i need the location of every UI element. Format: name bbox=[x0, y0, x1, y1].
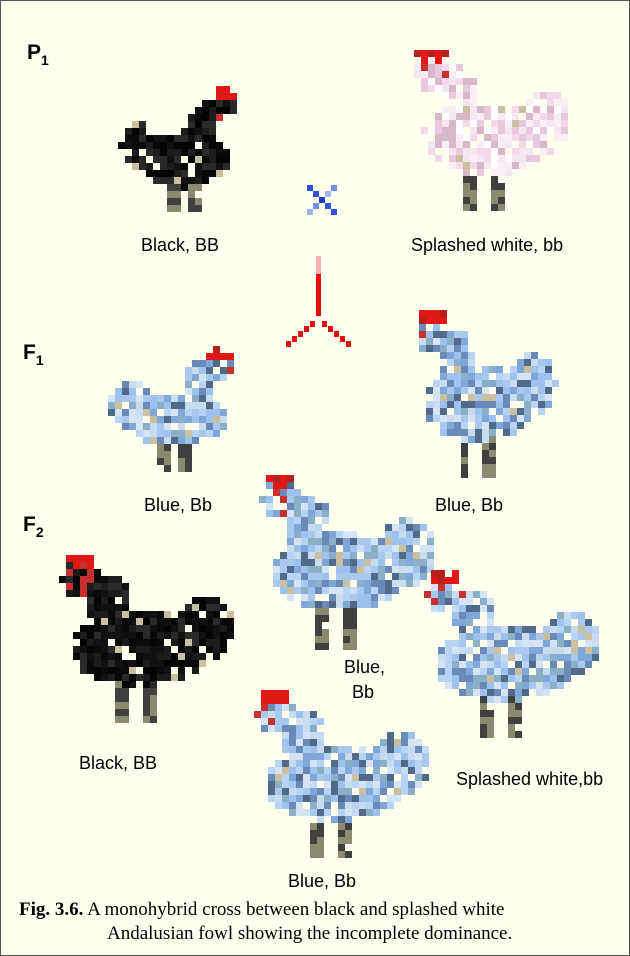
figure-caption: Fig. 3.6. A monohybrid cross between bla… bbox=[19, 898, 629, 946]
blue-hen-illustration bbox=[101, 339, 251, 484]
label-p1-black: Black, BB bbox=[141, 235, 219, 256]
branch-arrow-icon bbox=[278, 256, 358, 356]
black-rooster-illustration bbox=[31, 541, 241, 731]
cross-icon bbox=[301, 181, 341, 217]
label-f2-blue-bottom: Blue, Bb bbox=[288, 871, 356, 892]
label-f1-blue-left: Blue, Bb bbox=[144, 495, 212, 516]
label-p1-splashed-white: Splashed white, bb bbox=[411, 235, 563, 256]
gen-label-p1: P1 bbox=[27, 41, 49, 68]
gen-label-f2: F2 bbox=[23, 513, 44, 540]
caption-line2: Andalusian fowl showing the incomplete d… bbox=[19, 922, 629, 946]
gen-label-f1: F1 bbox=[23, 341, 44, 368]
label-f2-blue-mid-line1: Blue, bbox=[344, 657, 385, 678]
blue-hen-f2-illustration bbox=[226, 676, 436, 866]
label-f2-blue-mid-line2: Bb bbox=[352, 682, 374, 703]
label-f2-black: Black, BB bbox=[79, 753, 157, 774]
label-f1-blue-right: Blue, Bb bbox=[435, 495, 503, 516]
splashed-white-rooster-illustration bbox=[386, 36, 576, 221]
caption-line1: A monohybrid cross between black and spl… bbox=[83, 899, 504, 920]
black-hen-illustration bbox=[111, 79, 251, 219]
label-f2-splashed-white: Splashed white,bb bbox=[456, 769, 603, 790]
figure-number: Fig. 3.6. bbox=[19, 899, 83, 920]
